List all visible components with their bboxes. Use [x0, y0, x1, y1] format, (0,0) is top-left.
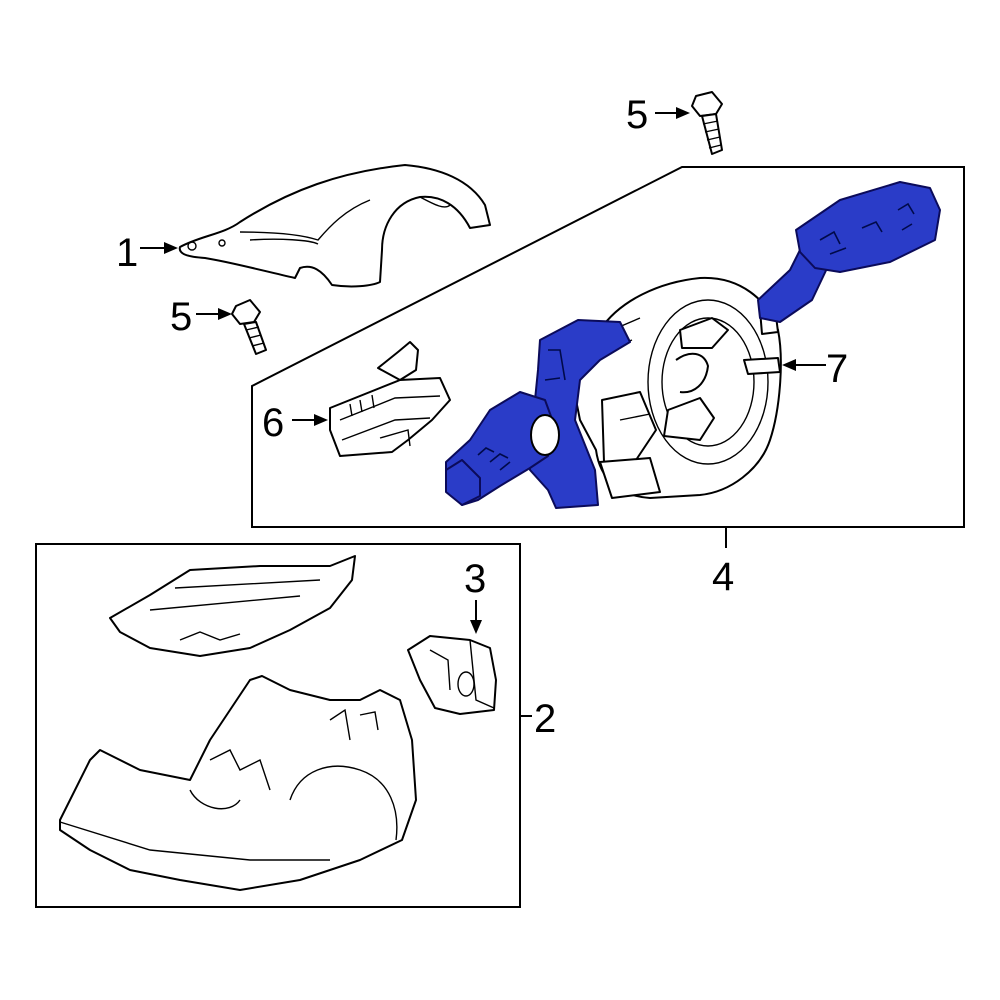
control-module[interactable] — [329, 341, 451, 457]
leader-7 — [782, 359, 826, 371]
callout-2: 2 — [534, 697, 556, 741]
leader-6 — [292, 414, 328, 426]
combination-switch[interactable] — [445, 181, 941, 509]
detail-box-2 — [35, 543, 521, 908]
leader-3 — [470, 600, 482, 634]
callout-5-lower: 5 — [170, 295, 192, 339]
leader-5-upper — [655, 107, 690, 119]
screw-lower[interactable] — [231, 299, 267, 355]
detail-box-4 — [251, 166, 965, 528]
callout-4: 4 — [712, 555, 734, 599]
lock-housing[interactable] — [407, 635, 497, 715]
leader-5-lower — [196, 308, 232, 320]
callout-1: 1 — [116, 231, 138, 275]
lower-column-shroud[interactable] — [59, 555, 417, 891]
callout-6: 6 — [262, 401, 284, 445]
screw-upper[interactable] — [691, 91, 723, 155]
callout-7: 7 — [826, 347, 848, 391]
upper-column-shroud[interactable] — [178, 164, 491, 288]
callout-5-upper: 5 — [626, 93, 648, 137]
leader-1 — [140, 242, 178, 254]
callout-3: 3 — [464, 557, 486, 601]
